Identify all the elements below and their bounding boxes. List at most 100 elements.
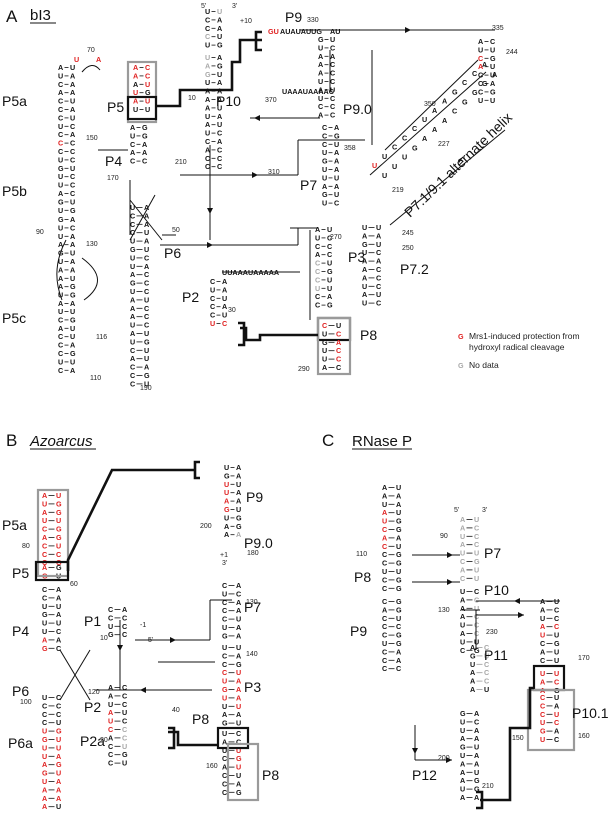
c-p12-l-617: U (460, 785, 465, 794)
b-p6a-l-362: U (42, 693, 47, 702)
p7-l-201: C (322, 131, 327, 140)
p8-black-box-b (216, 726, 250, 750)
p5-r-87: U (145, 105, 150, 114)
b-p8-l-476: C (222, 779, 227, 788)
p8-r-283: C (336, 363, 341, 372)
p7-r-218: U (334, 190, 339, 199)
p90-r-197: C (330, 94, 335, 103)
c-p12-l-615: A (460, 768, 465, 777)
b-p7-r-446: A (236, 606, 241, 615)
c-p10-r-557: C (474, 612, 479, 621)
c-p101b-r-602: U (554, 693, 559, 702)
b-p2-l-399: A (108, 691, 113, 700)
c-p9-l-519: C (382, 656, 387, 665)
b-p4-l-346: C (42, 585, 47, 594)
p7-r-216: U (334, 173, 339, 182)
p6-l-99: C (130, 211, 135, 220)
c-p10top-l-579: C (540, 639, 545, 648)
b-p1-r-395: C (122, 613, 127, 622)
p6-r-132: C (144, 304, 149, 313)
label-b-p6: P6 (12, 683, 29, 699)
b-p5a-r-338: G (56, 533, 62, 542)
p7-r-215: A (334, 165, 339, 174)
p5c-l-64: U (58, 357, 63, 366)
p6-r-137: U (144, 346, 149, 355)
p2-l-263: C (210, 302, 215, 311)
num-250: 250 (402, 245, 414, 252)
legend-protected-text-1: Mrs1-induced protection from (469, 331, 580, 341)
p5-l-81: U (133, 105, 138, 114)
c-p9-r-521: G (396, 597, 402, 606)
b-p5a-l-324: A (42, 491, 47, 500)
p10-r-167: G (217, 61, 223, 70)
p3-l-228: C (315, 292, 320, 301)
p90-l-185: U (318, 77, 323, 86)
b-p6a-l-366: U (42, 727, 47, 736)
p3-l-220: A (315, 225, 320, 234)
c-p12-l-616: A (460, 776, 465, 785)
num-227: 227 (438, 141, 450, 148)
b-p8-l-472: U (222, 746, 227, 755)
alt-b-299: C (452, 107, 457, 116)
p9-bracket-b (193, 460, 200, 480)
num-50: 50 (172, 227, 180, 234)
p72-r-259: C (376, 299, 381, 308)
p5a-l-4: C (58, 97, 63, 106)
c-p8-l-489: A (382, 508, 387, 517)
c-p10top-l-581: C (540, 656, 545, 665)
b-p9-r-429: U (236, 480, 241, 489)
b-p6a-l-365: C (42, 718, 47, 727)
label-p2: P2 (182, 289, 199, 305)
b-p7-l-440: C (222, 615, 227, 624)
c-p8-r-506: U (396, 542, 401, 551)
c-p7-l-531: A (460, 523, 465, 532)
c-p10top-r-588: U (554, 647, 559, 656)
p3-r-237: U (327, 284, 332, 293)
p10-l-157: A (205, 95, 210, 104)
num-c-5prime: 5' (454, 507, 459, 514)
b-p5a-r-340: C (56, 550, 61, 559)
alt-a-294: U (422, 115, 427, 124)
c-p10-l-553: C (460, 646, 465, 655)
c-p8-r-505: A (396, 533, 401, 542)
c-p8-r-501: A (396, 500, 401, 509)
p6-l-111: A (130, 312, 135, 321)
p7-l-202: C (322, 140, 327, 149)
b-p6a-r-380: G (56, 727, 62, 736)
alt-b-303: G (472, 88, 478, 97)
num-70: 70 (87, 47, 95, 54)
p10-r-169: A (217, 78, 222, 87)
p5-r-83: C (145, 71, 150, 80)
b-p6a-l-372: U (42, 777, 47, 786)
p5c-l-58: U (58, 307, 63, 316)
arrow-c-6 (446, 757, 452, 763)
p5c-r-69: U (70, 332, 75, 341)
b-p9-r-431: A (236, 497, 241, 506)
p72-l-245: A (362, 265, 367, 274)
c-p101-r-594: C (554, 677, 559, 686)
c-p9-r-526: G (396, 639, 402, 648)
p7-l-208: G (322, 190, 328, 199)
c-p8-r-509: U (396, 567, 401, 576)
b-p9-r-433: G (236, 513, 242, 522)
c-p9-l-518: C (382, 647, 387, 656)
p5a-r-20: A (70, 80, 75, 89)
p90-r-195: C (330, 77, 335, 86)
p10-l-161: U (205, 129, 210, 138)
p5a-l-2: C (58, 80, 63, 89)
p9-strand-au: AU (330, 27, 340, 36)
c-p9-r-528: A (396, 656, 401, 665)
p5b-r-56: G (70, 291, 76, 300)
c-p11-l-565: A (470, 668, 475, 677)
p5a-r-32: C (70, 181, 75, 190)
p3-l-229: C (315, 301, 320, 310)
p10-r-173: A (217, 112, 222, 121)
alt-a-286: U (382, 152, 387, 161)
p6-cross-1 (129, 194, 156, 241)
p90-r-191: C (330, 43, 335, 52)
c-p10-r-556: U (474, 604, 479, 613)
b-p5a-l-327: U (42, 516, 47, 525)
b-p6a-l-371: G (42, 769, 48, 778)
b-p2-r-409: C (122, 691, 127, 700)
p2a-bracket (168, 726, 176, 750)
